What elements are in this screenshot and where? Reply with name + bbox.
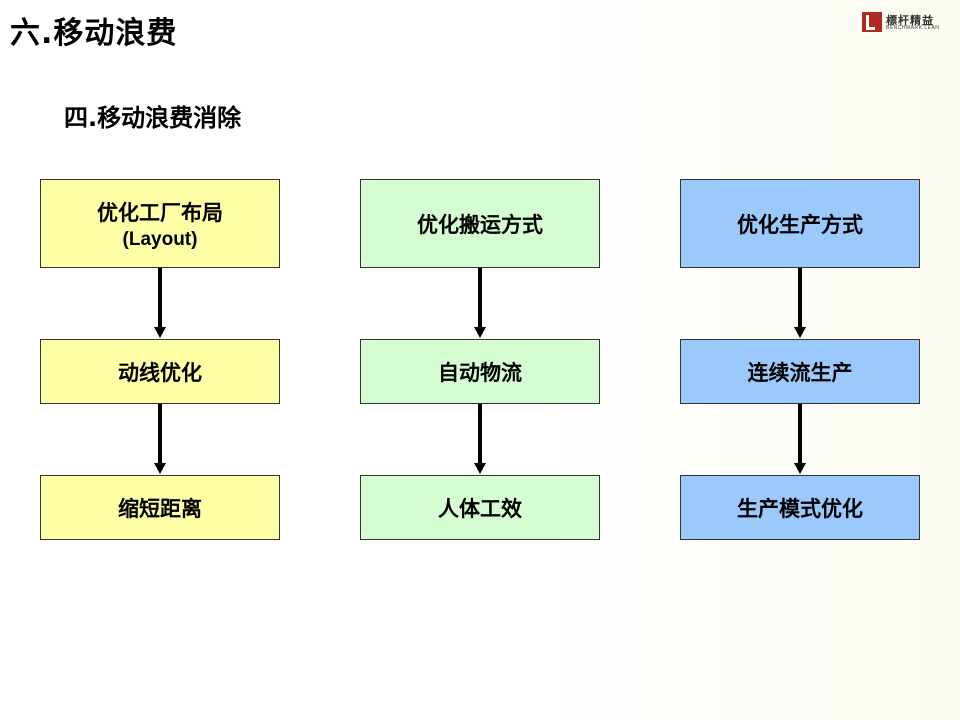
slide-title: 六.移动浪费	[10, 16, 178, 51]
arrow-down-icon	[794, 404, 806, 474]
box-label: 优化搬运方式	[417, 212, 543, 237]
section-subtitle: 四.移动浪费消除	[64, 104, 242, 132]
arrow-down-icon	[474, 268, 486, 338]
arrow-down-icon	[474, 404, 486, 474]
box-continuous-flow-production: 连续流生产	[680, 339, 920, 404]
arrow-down-icon	[154, 404, 166, 474]
box-ergonomics: 人体工效	[360, 475, 600, 540]
logo-icon	[862, 12, 882, 32]
box-optimize-handling-method: 优化搬运方式	[360, 179, 600, 268]
box-label: 缩短距离	[118, 496, 202, 521]
box-optimize-factory-layout: 优化工厂布局 (Layout)	[40, 179, 280, 268]
box-production-model-optimization: 生产模式优化	[680, 475, 920, 540]
box-label: 自动物流	[438, 360, 522, 385]
box-automated-logistics: 自动物流	[360, 339, 600, 404]
box-label: 连续流生产	[747, 360, 853, 385]
arrow-down-icon	[154, 268, 166, 338]
box-flow-line-optimization: 动线优化	[40, 339, 280, 404]
logo-text-en: BENCHMARK LEAN	[886, 25, 940, 31]
logo-text-cn: 標杆精益	[886, 14, 934, 27]
box-label: 优化生产方式	[737, 212, 863, 237]
box-label: 优化工厂布局	[97, 200, 223, 225]
box-label-secondary: (Layout)	[122, 228, 198, 250]
box-label: 生产模式优化	[737, 496, 863, 521]
box-label: 人体工效	[438, 496, 522, 521]
box-label: 动线优化	[118, 360, 202, 385]
box-optimize-production-method: 优化生产方式	[680, 179, 920, 268]
company-logo: 標杆精益 BENCHMARK LEAN	[862, 12, 954, 34]
box-shorten-distance: 缩短距离	[40, 475, 280, 540]
arrow-down-icon	[794, 268, 806, 338]
